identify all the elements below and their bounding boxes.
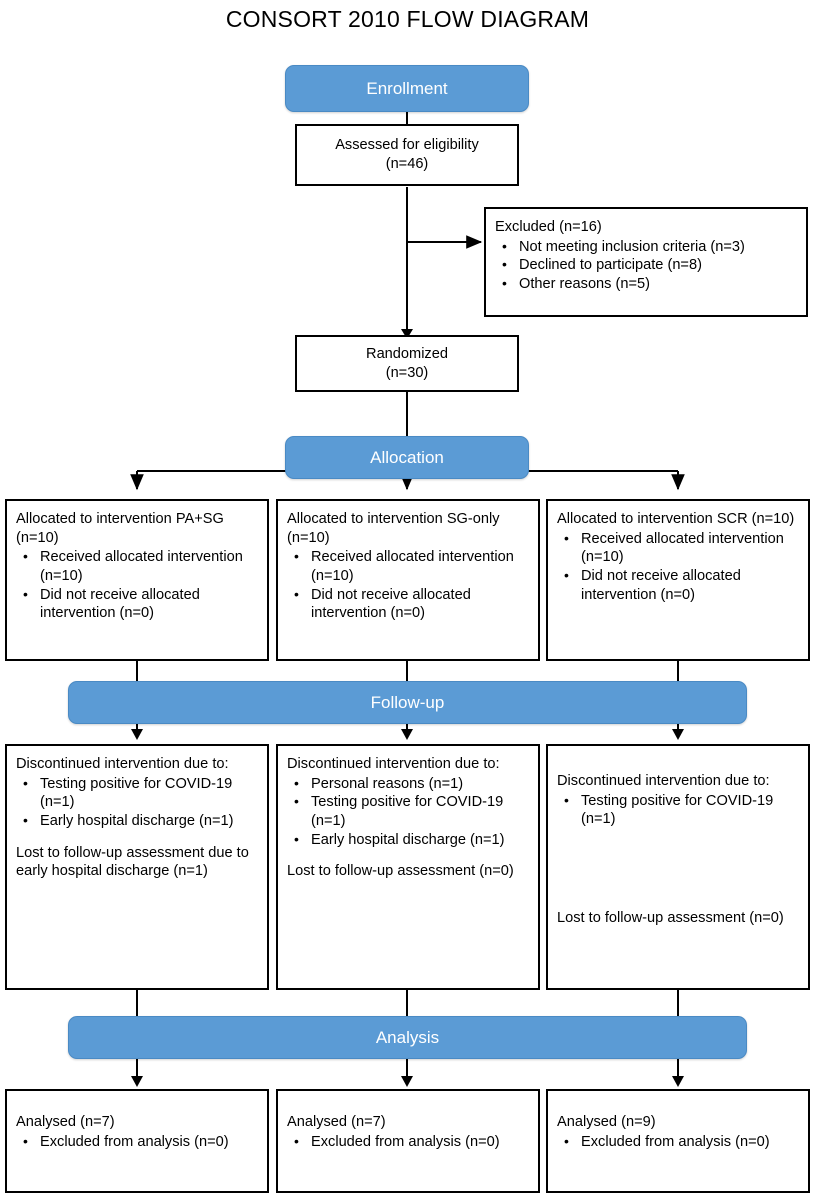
spacer <box>16 831 259 844</box>
assessed-line-1: Assessed for eligibility <box>335 137 479 154</box>
allocation-arm-2-bullet-list: Received allocated intervention (n=10) D… <box>287 548 530 623</box>
allocation-arm-1-heading: Allocated to intervention PA+SG (n=10) <box>16 511 224 546</box>
followup-arm-2-bullet-list: Personal reasons (n=1) Testing positive … <box>287 775 530 850</box>
analysis-arm-2-bullet-list: Excluded from analysis (n=0) <box>287 1133 530 1152</box>
box-analysis-arm-1: Analysed (n=7) Excluded from analysis (n… <box>5 1089 269 1193</box>
stage-banner-analysis-label: Analysis <box>375 1027 440 1047</box>
analysis-arm-1-bullet-list: Excluded from analysis (n=0) <box>16 1133 259 1152</box>
followup-arm-3-bullet-list: Testing positive for COVID-19 (n=1) <box>557 792 800 829</box>
list-item: Did not receive allocated intervention (… <box>287 586 530 623</box>
list-item: Testing positive for COVID-19 (n=1) <box>287 793 530 830</box>
list-item: Received allocated intervention (n=10) <box>557 530 800 567</box>
box-followup-arm-2: Discontinued intervention due to: Person… <box>276 744 540 990</box>
stage-banner-allocation: Allocation <box>285 436 529 479</box>
stage-banner-enrollment-label: Enrollment <box>366 78 448 98</box>
arrowhead-followup-1 <box>131 729 143 740</box>
analysis-arm-3-bullet-list: Excluded from analysis (n=0) <box>557 1133 800 1152</box>
excluded-bullet-list: Not meeting inclusion criteria (n=3) Dec… <box>495 238 798 294</box>
followup-arm-1-heading: Discontinued intervention due to: <box>16 756 229 772</box>
list-item: Not meeting inclusion criteria (n=3) <box>495 238 798 257</box>
excluded-heading: Excluded (n=16) <box>495 219 602 235</box>
allocation-arm-2-heading: Allocated to intervention SG-only (n=10) <box>287 511 500 546</box>
spacer <box>287 849 530 862</box>
allocation-arm-1-bullet-list: Received allocated intervention (n=10) D… <box>16 548 259 623</box>
followup-arm-1-lost: Lost to follow-up assessment due to earl… <box>16 844 249 880</box>
followup-arm-1-bullet-list: Testing positive for COVID-19 (n=1) Earl… <box>16 775 259 831</box>
arrowhead-followup-2 <box>401 729 413 740</box>
analysis-arm-3-heading: Analysed (n=9) <box>557 1114 656 1130</box>
list-item: Testing positive for COVID-19 (n=1) <box>557 792 800 829</box>
arrowhead-analysis-3 <box>672 1076 684 1087</box>
box-followup-arm-1: Discontinued intervention due to: Testin… <box>5 744 269 990</box>
list-item: Testing positive for COVID-19 (n=1) <box>16 775 259 812</box>
box-allocation-arm-2: Allocated to intervention SG-only (n=10)… <box>276 499 540 661</box>
followup-arm-2-lost: Lost to follow-up assessment (n=0) <box>287 863 514 880</box>
list-item: Excluded from analysis (n=0) <box>557 1133 800 1152</box>
followup-arm-3-lost: Lost to follow-up assessment (n=0) <box>557 910 784 927</box>
box-allocation-arm-1: Allocated to intervention PA+SG (n=10) R… <box>5 499 269 661</box>
allocation-arm-3-bullet-list: Received allocated intervention (n=10) D… <box>557 530 800 605</box>
allocation-arm-3-heading: Allocated to intervention SCR (n=10) <box>557 511 795 527</box>
box-analysis-arm-2: Analysed (n=7) Excluded from analysis (n… <box>276 1089 540 1193</box>
box-excluded: Excluded (n=16) Not meeting inclusion cr… <box>484 207 808 317</box>
list-item: Early hospital discharge (n=1) <box>16 812 259 831</box>
stage-banner-analysis: Analysis <box>68 1016 747 1059</box>
stage-banner-enrollment: Enrollment <box>285 65 529 112</box>
box-analysis-arm-3: Analysed (n=9) Excluded from analysis (n… <box>546 1089 810 1193</box>
list-item: Declined to participate (n=8) <box>495 256 798 275</box>
arrowhead-analysis-2 <box>401 1076 413 1087</box>
randomized-line-2: (n=30) <box>385 364 429 381</box>
followup-arm-2-heading: Discontinued intervention due to: <box>287 756 500 772</box>
followup-arm-3-heading: Discontinued intervention due to: <box>557 773 770 789</box>
list-item: Excluded from analysis (n=0) <box>16 1133 259 1152</box>
list-item: Did not receive allocated intervention (… <box>557 567 800 604</box>
list-item: Did not receive allocated intervention (… <box>16 586 259 623</box>
box-allocation-arm-3: Allocated to intervention SCR (n=10) Rec… <box>546 499 810 661</box>
stage-banner-followup: Follow-up <box>68 681 747 724</box>
randomized-line-1: Randomized <box>366 345 448 362</box>
list-item: Received allocated intervention (n=10) <box>287 548 530 585</box>
spacer <box>557 829 800 909</box>
list-item: Personal reasons (n=1) <box>287 775 530 794</box>
page-title: CONSORT 2010 FLOW DIAGRAM <box>225 6 590 32</box>
stage-banner-followup-label: Follow-up <box>370 692 445 712</box>
list-item: Other reasons (n=5) <box>495 275 798 294</box>
list-item: Received allocated intervention (n=10) <box>16 548 259 585</box>
analysis-arm-1-heading: Analysed (n=7) <box>16 1114 115 1130</box>
box-randomized: Randomized (n=30) <box>295 335 519 392</box>
analysis-arm-2-heading: Analysed (n=7) <box>287 1114 386 1130</box>
assessed-line-2: (n=46) <box>385 156 429 172</box>
list-item: Excluded from analysis (n=0) <box>287 1133 530 1152</box>
stage-banner-allocation-label: Allocation <box>370 447 444 467</box>
arrowhead-analysis-1 <box>131 1076 143 1087</box>
list-item: Early hospital discharge (n=1) <box>287 831 530 850</box>
box-assessed-for-eligibility: Assessed for eligibility (n=46) <box>295 124 519 186</box>
box-followup-arm-3: Discontinued intervention due to: Testin… <box>546 744 810 990</box>
arrowhead-followup-3 <box>672 729 684 740</box>
